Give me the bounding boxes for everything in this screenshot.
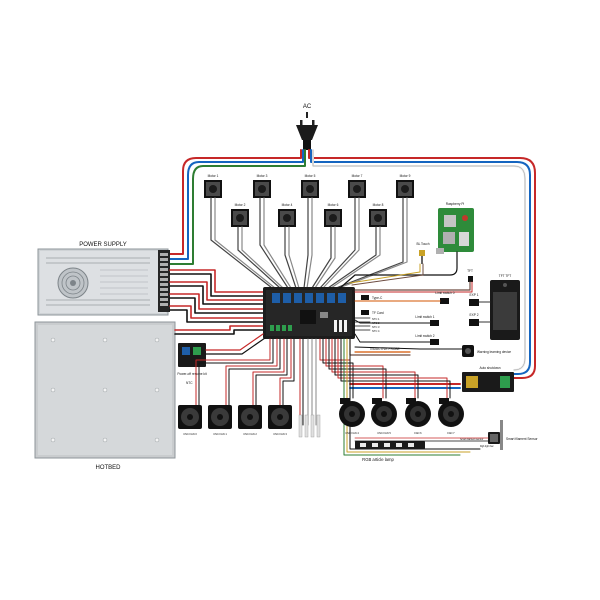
tft-label-small: TFT — [467, 269, 473, 282]
hotbed: HOTBED — [34, 321, 176, 471]
svg-text:EXP 1: EXP 1 — [470, 293, 479, 297]
svg-text:CNC FAN 1: CNC FAN 1 — [213, 432, 227, 436]
svg-text:Type-C: Type-C — [372, 296, 383, 300]
svg-text:CNC FAN 2: CNC FAN 2 — [243, 432, 257, 436]
blower-fan-4: CNC FAN 4 — [339, 398, 365, 435]
filament-sensor: Smart filament Sensor Smart filament sen… — [354, 420, 538, 450]
blower-fan-7: FAN 7 — [438, 398, 464, 435]
motor-8: Motor 8 — [369, 203, 387, 227]
svg-text:RGB article lamp: RGB article lamp — [362, 457, 394, 462]
svg-text:EXP 2: EXP 2 — [470, 313, 479, 317]
fan-2: CNC FAN 2 — [238, 405, 262, 436]
fan-3: CNC FAN 3 — [268, 405, 292, 436]
svg-text:Warning learning device: Warning learning device — [477, 350, 511, 354]
svg-text:CNC FAN 0: CNC FAN 0 — [183, 432, 197, 436]
motor-6: Motor 6 — [324, 203, 342, 227]
rgb-lamp: RGB article lamp Rgb light bar — [355, 441, 494, 462]
bottom-wires — [195, 338, 481, 456]
svg-text:NTC 4: NTC 4 — [372, 329, 380, 333]
motors: Motor 1 Motor 2 Motor 3 Motor 4 Motor 5 … — [204, 174, 414, 227]
svg-text:Motor 5: Motor 5 — [305, 174, 316, 178]
bl-touch: BL Touch — [349, 242, 430, 286]
hotbed-label: HOTBED — [95, 465, 121, 471]
motor-9: Motor 9 — [396, 174, 414, 198]
right-fans: CNC FAN 4 CNC FAN 5 FAN 6 FAN 7 — [339, 398, 464, 435]
motor-7: Motor 7 — [348, 174, 366, 198]
svg-text:Auto shutdown: Auto shutdown — [479, 366, 500, 370]
ac-plug: AC — [296, 104, 318, 150]
svg-text:FAN 6: FAN 6 — [414, 431, 422, 435]
ac-wires — [169, 149, 536, 389]
svg-text:Smart filament sensor: Smart filament sensor — [460, 438, 483, 441]
svg-text:TFT TFT: TFT TFT — [499, 274, 512, 278]
blower-fan-5: CNC FAN 5 — [371, 398, 397, 435]
svg-text:Motor 7: Motor 7 — [352, 174, 363, 178]
motor-4: Motor 4 — [278, 203, 296, 227]
svg-text:NTC 1: NTC 1 — [372, 317, 380, 321]
blower-fan-6: FAN 6 — [405, 398, 431, 435]
svg-text:Limit switch 2: Limit switch 2 — [415, 334, 434, 338]
power-supply: POWER SUPPLY — [37, 242, 170, 316]
fan-0: CNC FAN 0 — [178, 405, 202, 436]
svg-text:Limit switch 1: Limit switch 1 — [415, 315, 434, 319]
svg-text:TFT: TFT — [467, 269, 473, 273]
fan-1: CNC FAN 1 — [208, 405, 232, 436]
ac-label: AC — [303, 104, 312, 110]
motor-3: Motor 3 — [253, 174, 271, 198]
psu-dc-wires — [169, 269, 264, 323]
motor-1: Motor 1 — [204, 174, 222, 198]
svg-text:Motor 2: Motor 2 — [235, 203, 246, 207]
exp-connectors: EXP 1 EXP 2 — [469, 293, 491, 326]
left-fans: CNC FAN 0 CNC FAN 1 CNC FAN 2 CNC FAN 3 — [178, 405, 292, 436]
motor-cables — [210, 197, 408, 289]
svg-text:Motor 6: Motor 6 — [328, 203, 339, 207]
heater-tubes — [298, 414, 321, 438]
motor-2: Motor 2 — [231, 203, 249, 227]
psu-fan-icon — [57, 267, 89, 299]
svg-text:Smart filament Sensor: Smart filament Sensor — [506, 437, 538, 441]
svg-text:Motor 4: Motor 4 — [282, 203, 293, 207]
limit-switches: Limit switch 0 Limit switch 1 Limit swit… — [354, 291, 455, 345]
svg-text:FAN 7: FAN 7 — [447, 431, 455, 435]
svg-text:TF Card: TF Card — [372, 311, 384, 315]
power-off-resume-kit: Power-off resume kit — [177, 333, 266, 376]
ntc-label: NTC — [186, 381, 193, 385]
svg-text:Motor 8: Motor 8 — [373, 203, 384, 207]
svg-text:Power-off resume kit: Power-off resume kit — [177, 372, 206, 376]
svg-text:Raspberry Pi: Raspberry Pi — [446, 202, 465, 206]
svg-text:BL Touch: BL Touch — [416, 242, 429, 246]
svg-text:CNC FAN 4: CNC FAN 4 — [345, 431, 359, 435]
svg-text:INDUCTIVE PROBE: INDUCTIVE PROBE — [370, 347, 399, 351]
svg-text:Motor 1: Motor 1 — [208, 174, 219, 178]
auto-shutdown: Auto shutdown — [462, 366, 514, 392]
svg-text:Motor 9: Motor 9 — [400, 174, 411, 178]
raspberry-pi: Raspberry Pi — [436, 202, 474, 254]
motor-5: Motor 5 — [301, 174, 319, 198]
svg-text:CNC FAN 5: CNC FAN 5 — [377, 431, 391, 435]
warning-device: Warning learning device — [354, 345, 511, 357]
svg-text:Rgb light bar: Rgb light bar — [480, 445, 494, 448]
svg-text:Motor 3: Motor 3 — [257, 174, 268, 178]
power-supply-label: POWER SUPPLY — [79, 242, 127, 248]
main-board — [263, 287, 355, 339]
svg-text:CNC FAN 3: CNC FAN 3 — [273, 432, 287, 436]
svg-text:Limit switch 0: Limit switch 0 — [435, 291, 454, 295]
tft-display: TFT TFT — [490, 274, 520, 340]
svg-text:NTC 3: NTC 3 — [372, 325, 380, 329]
